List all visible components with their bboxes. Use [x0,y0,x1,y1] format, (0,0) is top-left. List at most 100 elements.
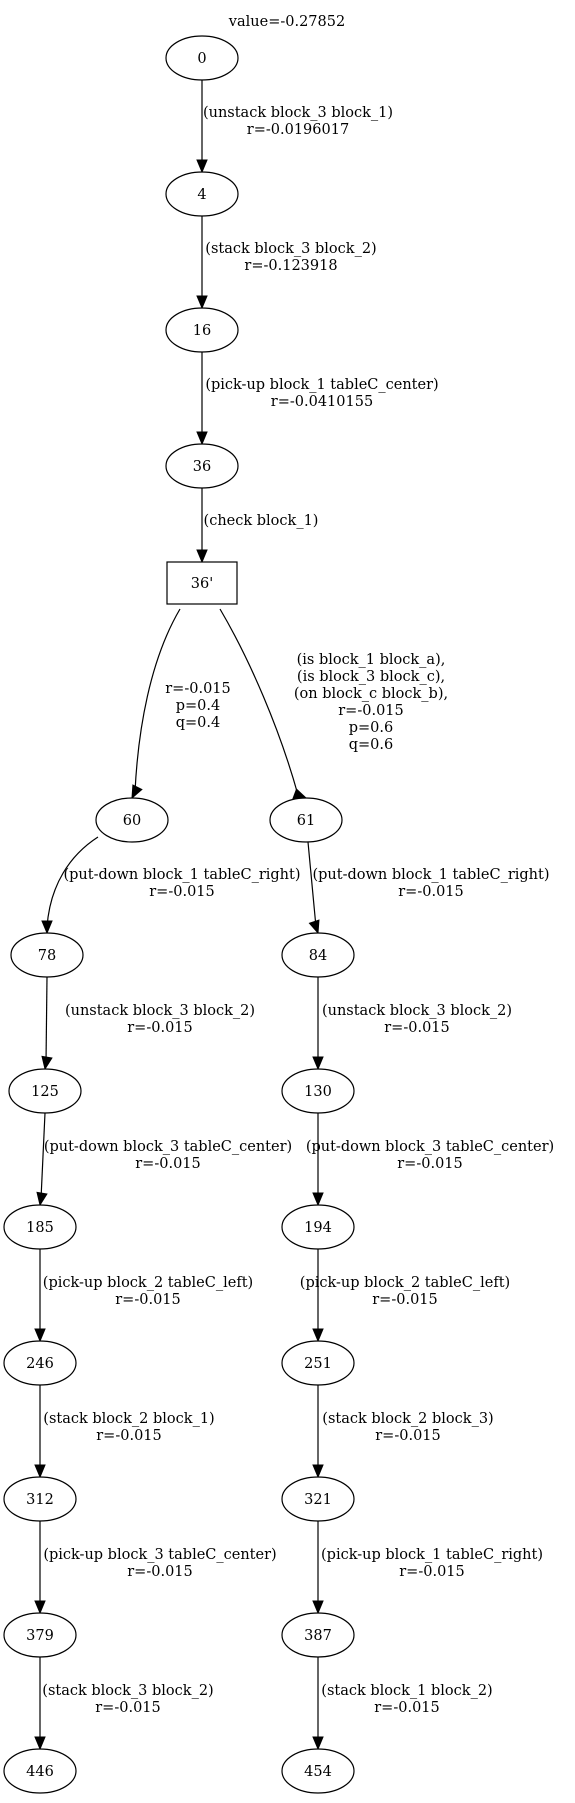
node-ellipse [3,1340,77,1386]
edges-layer: (unstack block_3 block_1)r=-0.0196017 (st… [34,80,554,1751]
node-ellipse [165,307,239,353]
node-ellipse [281,1340,355,1386]
edge-label-line: (unstack block_3 block_2) [65,1003,255,1019]
edge-label-line: r=-0.015 [127,1564,193,1580]
node-ellipse [281,1068,355,1114]
arrowhead [196,159,208,174]
edge-label-line: (on block_c block_b), [294,686,448,702]
node-0: 0 [165,35,239,81]
edge-label-line: p=0.6 [349,720,394,736]
arrowhead [292,788,308,799]
edge-label-line: r=-0.015 [399,1564,465,1580]
node-ellipse [3,1476,77,1522]
edge-label-line: (pick-up block_1 tableC_right) [321,1547,543,1563]
edge-n0-n4: (unstack block_3 block_1)r=-0.0196017 [196,80,393,174]
arrowhead [34,1736,46,1751]
edge-n84-n130: (unstack block_3 block_2)r=-0.015 [312,977,512,1071]
edge-n130-n194: (put-down block_3 tableC_center)r=-0.015 [306,1113,554,1207]
arrowhead [41,920,53,935]
arrowhead [308,919,320,935]
node-36': 36' [166,561,238,605]
arrowhead [196,549,208,564]
edge-label-line: r=-0.015 [165,681,231,697]
edge-label-line: r=-0.015 [375,1428,441,1444]
node-label: 130 [304,1084,332,1100]
node-ellipse [165,171,239,217]
arrowhead [34,1464,46,1479]
edge-n251-n321: (stack block_2 block_3)r=-0.015 [312,1385,494,1479]
edge-n61-n84: (put-down block_1 tableC_right)r=-0.015 [307,841,550,935]
edge-n36p-n61: (is block_1 block_a),(is block_3 block_c… [219,608,448,799]
edge-n312-n379: (pick-up block_3 tableC_center)r=-0.015 [34,1521,277,1615]
edge-n387-n454: (stack block_1 block_2)r=-0.015 [312,1657,493,1751]
arrowhead [41,1055,53,1071]
edge-label-line: (put-down block_3 tableC_center) [306,1139,554,1155]
node-label: 246 [26,1356,54,1372]
edge-label-line: (stack block_1 block_2) [321,1683,492,1699]
node-label: 16 [193,323,211,339]
node-ellipse [165,443,239,489]
node-label: 454 [304,1764,332,1780]
arrowhead [34,1328,46,1343]
edge-label-line: (pick-up block_2 tableC_left) [300,1275,510,1291]
edge-label-line: (put-down block_1 tableC_right) [312,867,549,883]
edge-label-line: (check block_1) [204,513,319,529]
node-61: 61 [269,797,343,843]
arrowhead [36,1191,48,1207]
node-label: 185 [26,1220,54,1236]
node-78: 78 [10,932,84,978]
arrowhead [312,1464,324,1479]
edge-n246-n312: (stack block_2 block_1)r=-0.015 [34,1385,215,1479]
edge-label-line: (is block_1 block_a), [297,652,446,668]
node-321: 321 [281,1476,355,1522]
node-ellipse [10,932,84,978]
edge-label-line: r=-0.015 [149,884,215,900]
edge-line [307,841,317,928]
edge-line [134,608,181,793]
edge-label-line: r=-0.015 [127,1020,193,1036]
edge-label-line: (stack block_3 block_2) [205,241,376,257]
edge-label-line: (pick-up block_1 tableC_center) [205,377,438,393]
arrowhead [312,1600,324,1615]
edge-label-line: r=-0.0196017 [247,122,349,138]
edge-line [45,976,48,1064]
edge-label-line: (unstack block_3 block_1) [203,105,393,121]
node-246: 246 [3,1340,77,1386]
diagram-title: value=-0.27852 [228,14,345,30]
node-ellipse [269,797,343,843]
edge-label-line: q=0.4 [176,715,221,731]
edge-label-line: r=-0.015 [398,884,464,900]
edge-label-line: r=-0.015 [397,1156,463,1172]
node-label: 36 [193,459,211,475]
node-ellipse [281,1748,355,1794]
edge-label-line: p=0.4 [176,698,221,714]
edge-n36-n36p: (check block_1) [196,488,319,564]
arrowhead [131,784,143,800]
edge-line [219,608,299,796]
edge-label-line: r=-0.015 [372,1292,438,1308]
edge-label-line: r=-0.015 [115,1292,181,1308]
node-446: 446 [3,1748,77,1794]
node-label: 0 [197,51,206,67]
edge-label-line: (stack block_2 block_3) [322,1411,493,1427]
edge-label-line: (pick-up block_2 tableC_left) [43,1275,253,1291]
edge-n185-n246: (pick-up block_2 tableC_left)r=-0.015 [34,1249,253,1343]
edge-n60-n78: (put-down block_1 tableC_right)r=-0.015 [41,836,301,935]
edge-label-line: (unstack block_3 block_2) [322,1003,512,1019]
edge-label-line: r=-0.015 [135,1156,201,1172]
edge-label-line: r=-0.0410155 [271,394,373,410]
node-ellipse [3,1204,77,1250]
node-ellipse [281,1204,355,1250]
edge-label-line: r=-0.123918 [244,258,337,274]
node-label: 60 [123,813,141,829]
arrowhead [312,1328,324,1343]
node-label: 379 [26,1628,54,1644]
edge-label-line: (stack block_2 block_1) [43,1411,214,1427]
node-ellipse [3,1612,77,1658]
node-label: 312 [26,1492,54,1508]
node-84: 84 [281,932,355,978]
arrowhead [312,1056,324,1071]
node-label: 387 [304,1628,332,1644]
